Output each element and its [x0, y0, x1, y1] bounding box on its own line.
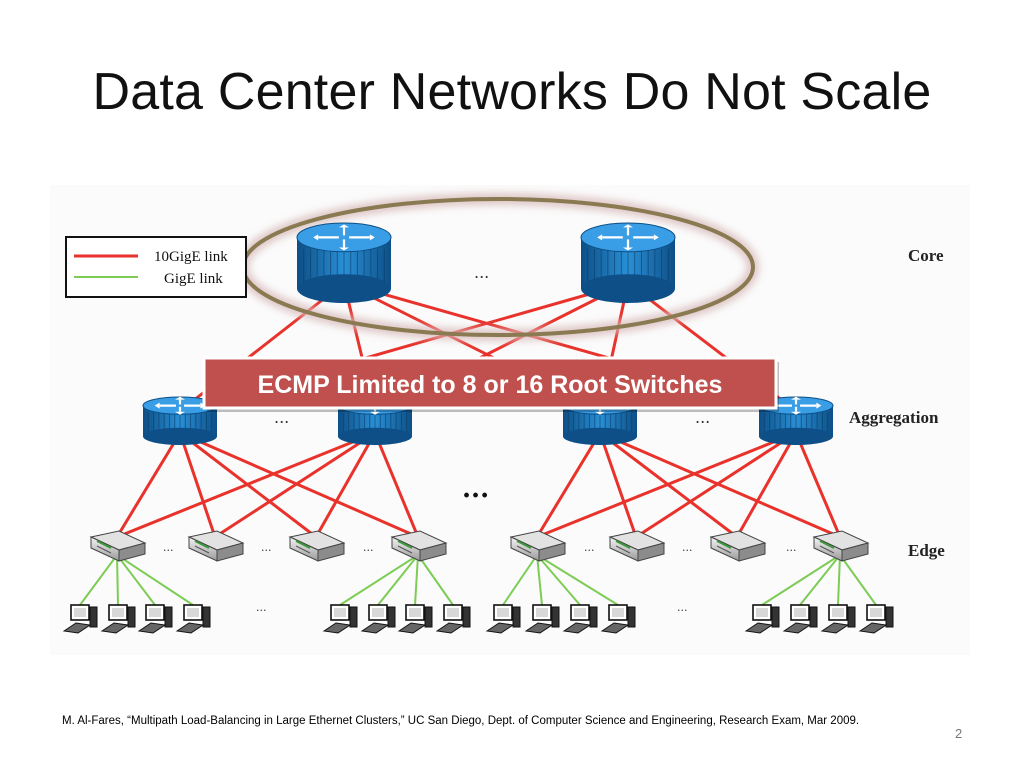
ecmp-callout: ECMP Limited to 8 or 16 Root Switches: [202, 356, 779, 412]
link-edge-4-host-3: [536, 554, 619, 606]
citation: M. Al-Fares, “Multipath Load-Balancing i…: [62, 715, 860, 727]
aggregation-router-icon: [142, 396, 218, 445]
link-edge-0-host-2: [116, 554, 156, 606]
host-computer-icon: [322, 604, 358, 634]
link-edge-3-host-0: [339, 554, 419, 606]
link-edge-7-host-0: [761, 554, 841, 606]
edge-switches: [89, 530, 870, 562]
hosts: [62, 604, 894, 634]
link-agg-1-edge-1: [214, 431, 376, 539]
ellipsis-edge-5: ...: [682, 541, 693, 554]
edge-switch-icon: [187, 530, 245, 562]
host-computer-icon: [435, 604, 471, 634]
ellipsis-edge-4: ...: [584, 541, 595, 554]
link-edge-3-host-1: [377, 554, 419, 606]
link-agg-0-edge-0: [115, 432, 182, 538]
edge-switch-icon: [390, 530, 448, 562]
legend-10gige-label: 10GigE link: [154, 249, 228, 265]
host-computer-icon: [397, 604, 433, 634]
edge-switch-icon: [509, 530, 567, 562]
link-edge-7-host-3: [839, 554, 877, 606]
link-edge-3-host-2: [414, 554, 419, 606]
link-agg-1-edge-3: [373, 432, 420, 538]
edge-switch-icon: [288, 530, 346, 562]
link-agg-1-edge-0: [116, 431, 376, 539]
link-agg-2-edge-4: [535, 432, 602, 538]
host-computer-icon: [858, 604, 894, 634]
ellipsis-marks: ... ... ... ... ... ... ... ... ... ... …: [163, 263, 797, 614]
link-agg-2-edge-7: [599, 431, 841, 539]
link-edge-4-host-0: [502, 554, 538, 606]
link-agg-3-edge-5: [635, 431, 797, 539]
slide-title: Data Center Networks Do Not Scale: [92, 63, 932, 121]
layer-label-edge: Edge: [908, 541, 945, 560]
core-router-icon: [580, 222, 676, 303]
edge-switch-icon: [89, 530, 147, 562]
host-computer-icon: [175, 604, 211, 634]
link-edge-3-host-3: [417, 554, 454, 606]
host-computer-icon: [485, 604, 521, 634]
legend-box: [65, 236, 247, 298]
layer-label-core: Core: [908, 246, 944, 265]
legend-gige-label: GigE link: [164, 271, 223, 287]
host-computer-icon: [100, 604, 136, 634]
link-edge-0-host-1: [116, 554, 119, 606]
aggregation-router-icon: [758, 396, 834, 445]
link-edge-7-host-1: [799, 554, 841, 606]
host-computer-icon: [600, 604, 636, 634]
network-diagram: 10GigE link GigE link Core Aggregation E…: [50, 185, 970, 655]
link-edge-7-host-2: [837, 554, 841, 606]
host-computer-icon: [137, 604, 173, 634]
link-agg-2-edge-5: [598, 432, 638, 538]
ellipsis-agg-right: ...: [695, 408, 710, 427]
host-computer-icon: [562, 604, 598, 634]
page-number: 2: [955, 726, 963, 741]
link-edge-4-host-2: [536, 554, 581, 606]
core-switches: [296, 222, 676, 303]
edge-switch-icon: [608, 530, 666, 562]
host-computer-icon: [820, 604, 856, 634]
link-agg-0-edge-3: [179, 431, 419, 539]
link-agg-3-edge-7: [794, 432, 842, 538]
link-agg-1-edge-2: [314, 432, 377, 538]
ellipsis-edge-2: ...: [261, 541, 272, 554]
link-edge-4-host-1: [536, 554, 543, 606]
link-agg-0-edge-1: [178, 432, 217, 538]
link-agg-3-edge-6: [735, 432, 798, 538]
edge-switch-icon: [709, 530, 767, 562]
gige-links: [79, 554, 877, 606]
host-computer-icon: [782, 604, 818, 634]
link-edge-0-host-0: [79, 554, 118, 606]
ellipsis-edge-3: ...: [363, 541, 374, 554]
ellipsis-pods: ...: [462, 474, 489, 504]
callout-box: [202, 356, 778, 410]
host-computer-icon: [744, 604, 780, 634]
ellipsis-agg-left: ...: [274, 408, 289, 427]
link-edge-0-host-3: [116, 554, 194, 606]
layer-label-aggregation: Aggregation: [849, 408, 939, 427]
ellipsis-core: ...: [474, 263, 489, 282]
ellipsis-hosts-left: ...: [256, 601, 267, 614]
host-computer-icon: [524, 604, 560, 634]
host-computer-icon: [360, 604, 396, 634]
core-router-icon: [296, 222, 392, 303]
legend: 10GigE link GigE link: [65, 236, 247, 298]
callout-text: ECMP Limited to 8 or 16 Root Switches: [258, 371, 723, 399]
ellipsis-hosts-right: ...: [677, 601, 688, 614]
edge-switch-icon: [812, 530, 870, 562]
ellipsis-edge-1: ...: [163, 541, 174, 554]
link-agg-3-edge-4: [536, 431, 797, 539]
ellipsis-edge-6: ...: [786, 541, 797, 554]
host-computer-icon: [62, 604, 98, 634]
